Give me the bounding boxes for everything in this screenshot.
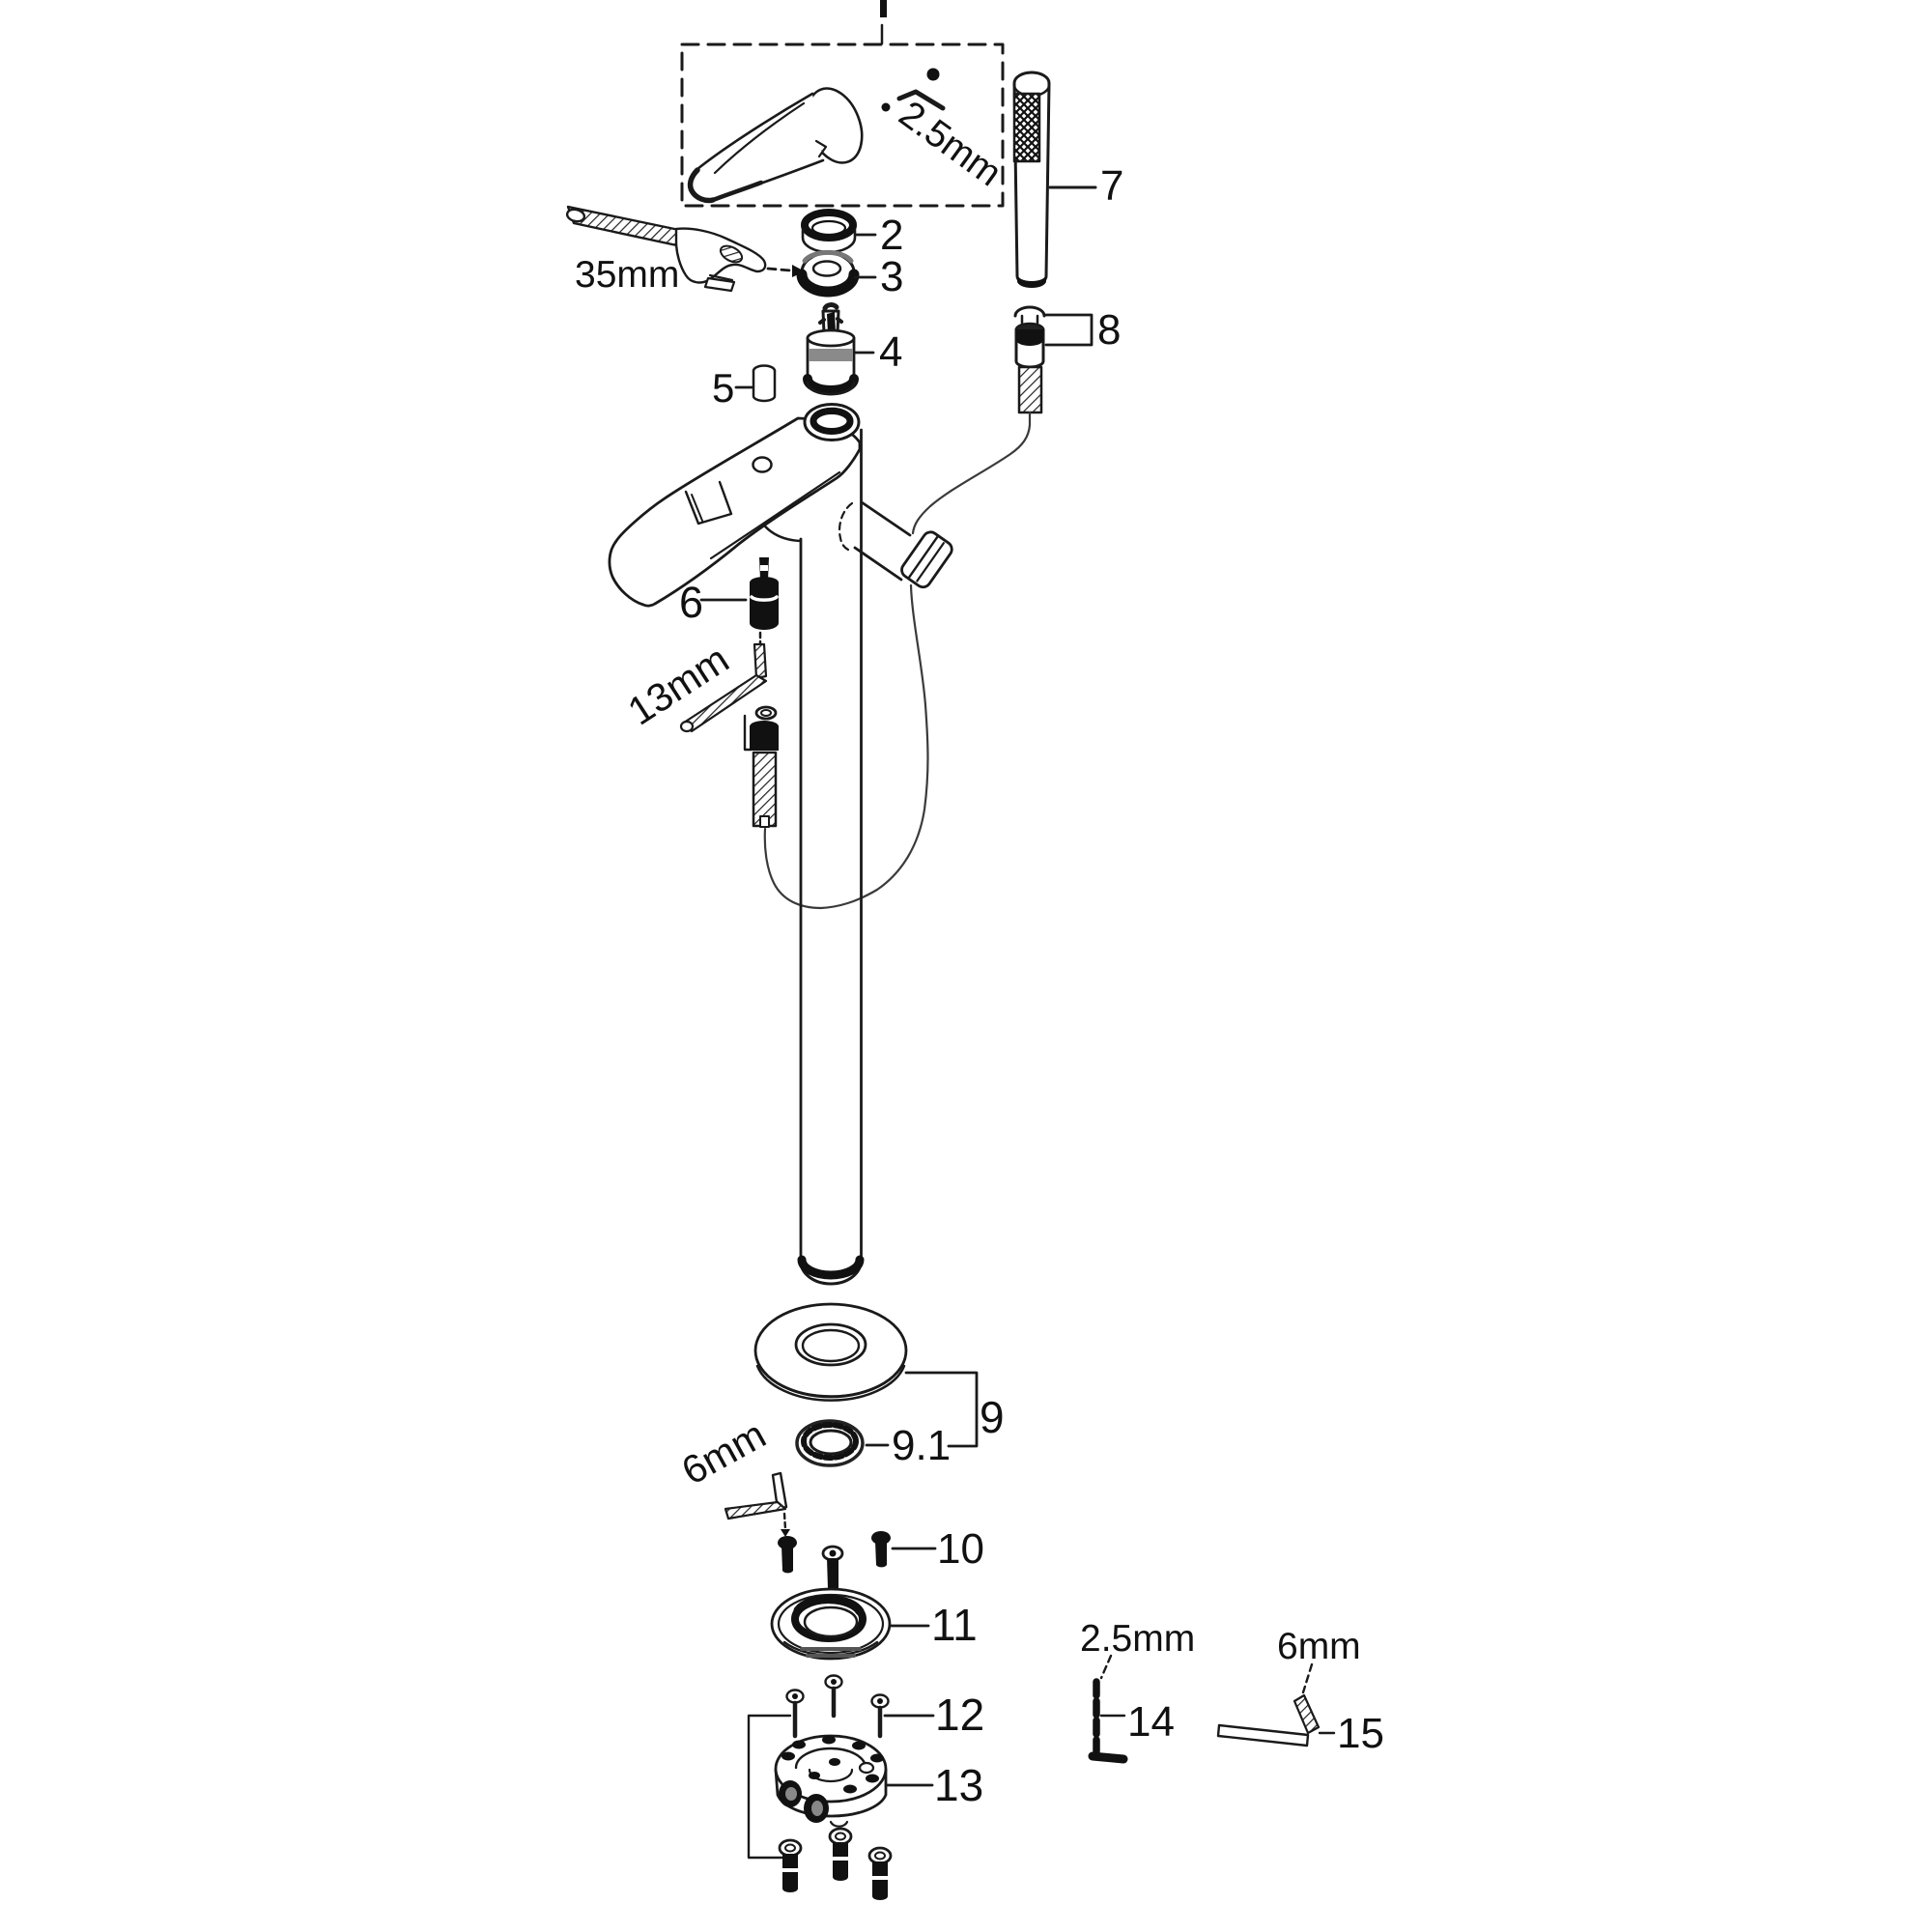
svg-text:2: 2	[880, 212, 903, 259]
svg-text:14: 14	[1127, 1698, 1175, 1746]
svg-text:13: 13	[934, 1760, 983, 1810]
svg-text:9.1: 9.1	[892, 1422, 951, 1469]
svg-text:3: 3	[880, 253, 903, 300]
svg-text:5: 5	[712, 365, 734, 411]
svg-text:12: 12	[935, 1690, 984, 1740]
svg-text:9: 9	[980, 1392, 1005, 1442]
svg-text:10: 10	[937, 1525, 984, 1573]
svg-text:6mm: 6mm	[674, 1411, 773, 1492]
svg-text:35mm: 35mm	[575, 254, 679, 296]
svg-text:4: 4	[879, 328, 902, 376]
svg-text:11: 11	[931, 1600, 978, 1650]
svg-text:6mm: 6mm	[1277, 1626, 1361, 1667]
svg-text:15: 15	[1337, 1710, 1384, 1757]
svg-text:2.5mm: 2.5mm	[1080, 1618, 1195, 1660]
svg-text:13mm: 13mm	[620, 637, 737, 734]
svg-text:8: 8	[1097, 306, 1121, 354]
svg-text:7: 7	[1100, 162, 1123, 210]
svg-text:6: 6	[679, 578, 703, 627]
svg-text:2.5mm: 2.5mm	[892, 93, 1009, 194]
